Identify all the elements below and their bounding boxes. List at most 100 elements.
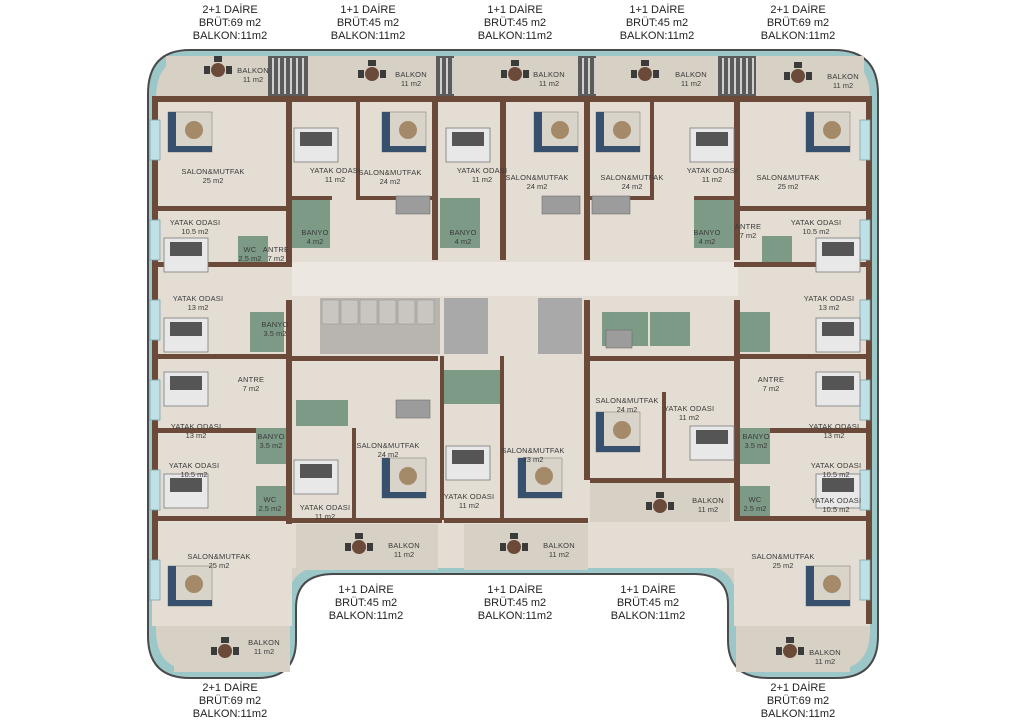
chair xyxy=(784,72,790,80)
wall xyxy=(292,518,442,523)
shaft xyxy=(436,56,454,96)
shaft-stripe xyxy=(752,58,754,94)
bathroom-floor xyxy=(762,236,792,262)
stair-tread xyxy=(397,299,416,325)
coffee-table xyxy=(399,121,417,139)
bathroom-floor xyxy=(736,312,770,352)
shaft-stripe xyxy=(734,58,736,94)
wall xyxy=(650,100,654,200)
wall xyxy=(694,196,734,200)
bathroom-floor xyxy=(440,370,500,404)
bathroom-floor xyxy=(740,486,770,516)
bed-blanket xyxy=(822,322,854,336)
chair xyxy=(631,70,637,78)
kitchen-counter xyxy=(541,195,581,215)
balcony-table xyxy=(352,540,366,554)
bed-blanket xyxy=(822,478,854,492)
bed-blanket xyxy=(452,132,484,146)
elevator xyxy=(444,298,488,354)
balcony-table xyxy=(218,644,232,658)
shaft xyxy=(578,56,596,96)
chair xyxy=(214,56,222,62)
window xyxy=(859,559,871,601)
sofa xyxy=(596,446,640,452)
chair xyxy=(653,70,659,78)
sofa xyxy=(534,146,578,152)
shaft-stripe xyxy=(296,58,298,94)
wall xyxy=(734,300,740,520)
chair xyxy=(798,647,804,655)
balcony-table xyxy=(211,63,225,77)
coffee-table xyxy=(535,467,553,485)
chair xyxy=(523,70,529,78)
chair xyxy=(522,543,528,551)
shaft-stripe xyxy=(446,58,448,94)
bathroom-floor xyxy=(650,312,690,346)
kitchen-counter xyxy=(591,195,631,215)
chair xyxy=(668,502,674,510)
sofa xyxy=(806,566,814,606)
balcony-floor xyxy=(166,56,266,98)
chair xyxy=(656,492,664,498)
shaft-stripe xyxy=(594,58,596,94)
wall xyxy=(286,300,292,524)
kitchen-counter xyxy=(395,399,431,419)
sofa xyxy=(382,112,390,152)
sofa xyxy=(168,112,176,152)
chair xyxy=(211,647,217,655)
stair-tread xyxy=(340,299,359,325)
shaft-stripe xyxy=(722,58,724,94)
bathroom-floor xyxy=(238,236,268,262)
coffee-table xyxy=(823,121,841,139)
balcony-table xyxy=(507,540,521,554)
wall xyxy=(866,96,872,624)
bathroom-floor xyxy=(296,400,348,426)
bed-blanket xyxy=(822,242,854,256)
wall xyxy=(584,356,734,361)
bathroom-floor xyxy=(256,486,286,516)
chair xyxy=(204,66,210,74)
wall xyxy=(738,206,870,211)
window xyxy=(149,469,161,511)
window xyxy=(859,469,871,511)
window xyxy=(149,299,161,341)
sofa xyxy=(596,412,604,452)
sofa xyxy=(382,146,426,152)
bed-blanket xyxy=(300,464,332,478)
chair xyxy=(806,72,812,80)
bed-blanket xyxy=(170,478,202,492)
coffee-table xyxy=(185,575,203,593)
stair-tread xyxy=(416,299,435,325)
wall xyxy=(734,354,870,359)
bathroom-floor xyxy=(290,198,330,248)
bed-blanket xyxy=(452,450,484,464)
wall xyxy=(432,100,438,260)
window xyxy=(859,119,871,161)
shaft-stripe xyxy=(728,58,730,94)
balcony-table xyxy=(791,69,805,83)
bed-blanket xyxy=(822,376,854,390)
